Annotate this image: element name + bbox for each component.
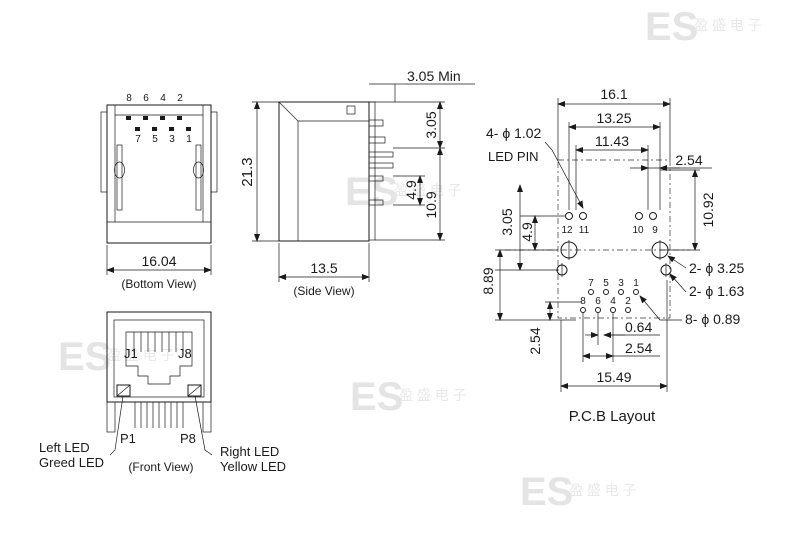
watermark-chars: 盈 盛 电 子 [694, 17, 762, 33]
bottom-pin-label: 2 [177, 93, 183, 104]
side-view-dim-109: 10.9 [423, 191, 439, 218]
left-led-label: Left LED [39, 440, 90, 455]
pcb-led-pin-holes [565, 212, 657, 220]
pcb-dim-064: 0.64 [625, 319, 652, 335]
pcb-dim-1143: 11.43 [595, 133, 629, 149]
pcb-pin-label: 8 [580, 296, 586, 307]
bottom-pin-label: 4 [160, 93, 166, 104]
watermark-chars: 盈 盛 电 子 [569, 482, 637, 498]
pcb-dim-254-top: 2.54 [675, 152, 702, 168]
pcb-dim-1325: 13.25 [596, 110, 631, 126]
pcb-pin-label: 1 [633, 278, 639, 289]
bottom-pin-label: 7 [135, 134, 141, 145]
side-view-dim-305: 3.05 [423, 111, 439, 138]
pcb-led-pin-label: 12 [561, 225, 573, 236]
pcb-led-pin-label: 9 [652, 225, 658, 236]
front-j1-label: J1 [124, 346, 138, 361]
watermark-chars: 盈 盛 电 子 [399, 387, 467, 403]
bottom-view-width-dim: 16.04 [141, 253, 176, 269]
pcb-caption: P.C.B Layout [569, 408, 656, 425]
rj45-opening [125, 331, 193, 385]
pcb-pin-label: 2 [625, 296, 631, 307]
watermark-logo: ES [58, 335, 111, 379]
watermark-logo: ES [520, 470, 573, 514]
front-view: J1 J8 P1 P8 Left LED Greed LED Right LED [39, 311, 286, 474]
watermark-logo: ES [345, 170, 398, 214]
watermark-chars: 盈 盛 电 子 [107, 347, 175, 363]
right-led-color: Yellow LED [220, 459, 286, 474]
pcb-dim-889: 8.89 [480, 267, 496, 294]
pcb-hole-325: 2- ϕ 3.25 [689, 260, 745, 276]
bottom-pin-label: 1 [186, 134, 192, 145]
front-p8-label: P8 [180, 431, 196, 446]
pcb-dim-161: 16.1 [600, 86, 627, 102]
pcb-dim-1092: 10.92 [700, 192, 716, 227]
side-view-height-dim: 21.3 [239, 157, 256, 186]
right-led-window [187, 384, 202, 397]
side-view: 21.3 3.05 Min 3.05 4.9 10.9 13.5 (Side V… [239, 68, 475, 298]
pcb-led-pin-label: 11 [579, 225, 590, 236]
bottom-pin-holes [126, 116, 191, 131]
left-led-color: Greed LED [39, 455, 104, 470]
side-view-top-dim: 3.05 Min [407, 68, 461, 84]
pcb-layout: 16.1 13.25 11.43 2.54 10.92 4- ϕ 1.02 LE… [480, 86, 745, 425]
left-led-window [116, 384, 131, 397]
bottom-pin-label: 5 [152, 134, 158, 145]
front-view-legs [106, 401, 212, 433]
pcb-hole-102: 4- ϕ 1.02 [486, 125, 542, 141]
pcb-pin-label: 5 [603, 278, 609, 289]
watermark-logo: ES [350, 375, 403, 419]
bottom-view: 8 6 4 2 7 5 3 1 [100, 93, 218, 291]
side-view-caption: (Side View) [293, 284, 354, 298]
right-led-label: Right LED [220, 444, 279, 459]
watermark-chars: 盈 盛 电 子 [394, 182, 462, 198]
side-view-width-dim: 13.5 [310, 260, 337, 276]
pcb-pin-label: 6 [595, 296, 601, 307]
pcb-pin-label: 3 [618, 278, 624, 289]
front-p1-label: P1 [120, 431, 136, 446]
bottom-view-caption: (Bottom View) [121, 277, 196, 291]
watermark: ES 盈 盛 电 子 ES 盈 盛 电 子 ES 盈 盛 电 子 ES 盈 盛 … [58, 5, 762, 514]
contact-fingers [133, 332, 184, 352]
front-view-caption: (Front View) [128, 460, 193, 474]
pcb-dim-305: 3.05 [499, 208, 515, 235]
pcb-led-pin-label: LED PIN [488, 149, 539, 164]
pcb-dim-254-bottom: 2.54 [625, 340, 652, 356]
pcb-outline [557, 159, 671, 319]
pcb-hole-089: 8- ϕ 0.89 [685, 311, 741, 327]
pcb-mounting-holes [556, 240, 672, 277]
pcb-pin-label: 7 [588, 278, 594, 289]
bottom-pin-label: 8 [126, 93, 132, 104]
watermark-logo: ES [645, 5, 698, 49]
pcb-dim-254-left: 2.54 [527, 327, 543, 354]
side-view-pins [368, 83, 395, 241]
side-view-dim-49: 4.9 [403, 180, 419, 200]
pcb-dim-1549: 15.49 [596, 369, 631, 385]
bottom-pin-label: 6 [143, 93, 149, 104]
pcb-dim-49: 4.9 [519, 222, 535, 242]
front-j8-label: J8 [178, 346, 192, 361]
pcb-hole-163: 2- ϕ 1.63 [689, 283, 745, 299]
pcb-pin-label: 4 [610, 296, 616, 307]
pcb-led-pin-label: 10 [632, 225, 644, 236]
bottom-pin-label: 3 [169, 134, 175, 145]
